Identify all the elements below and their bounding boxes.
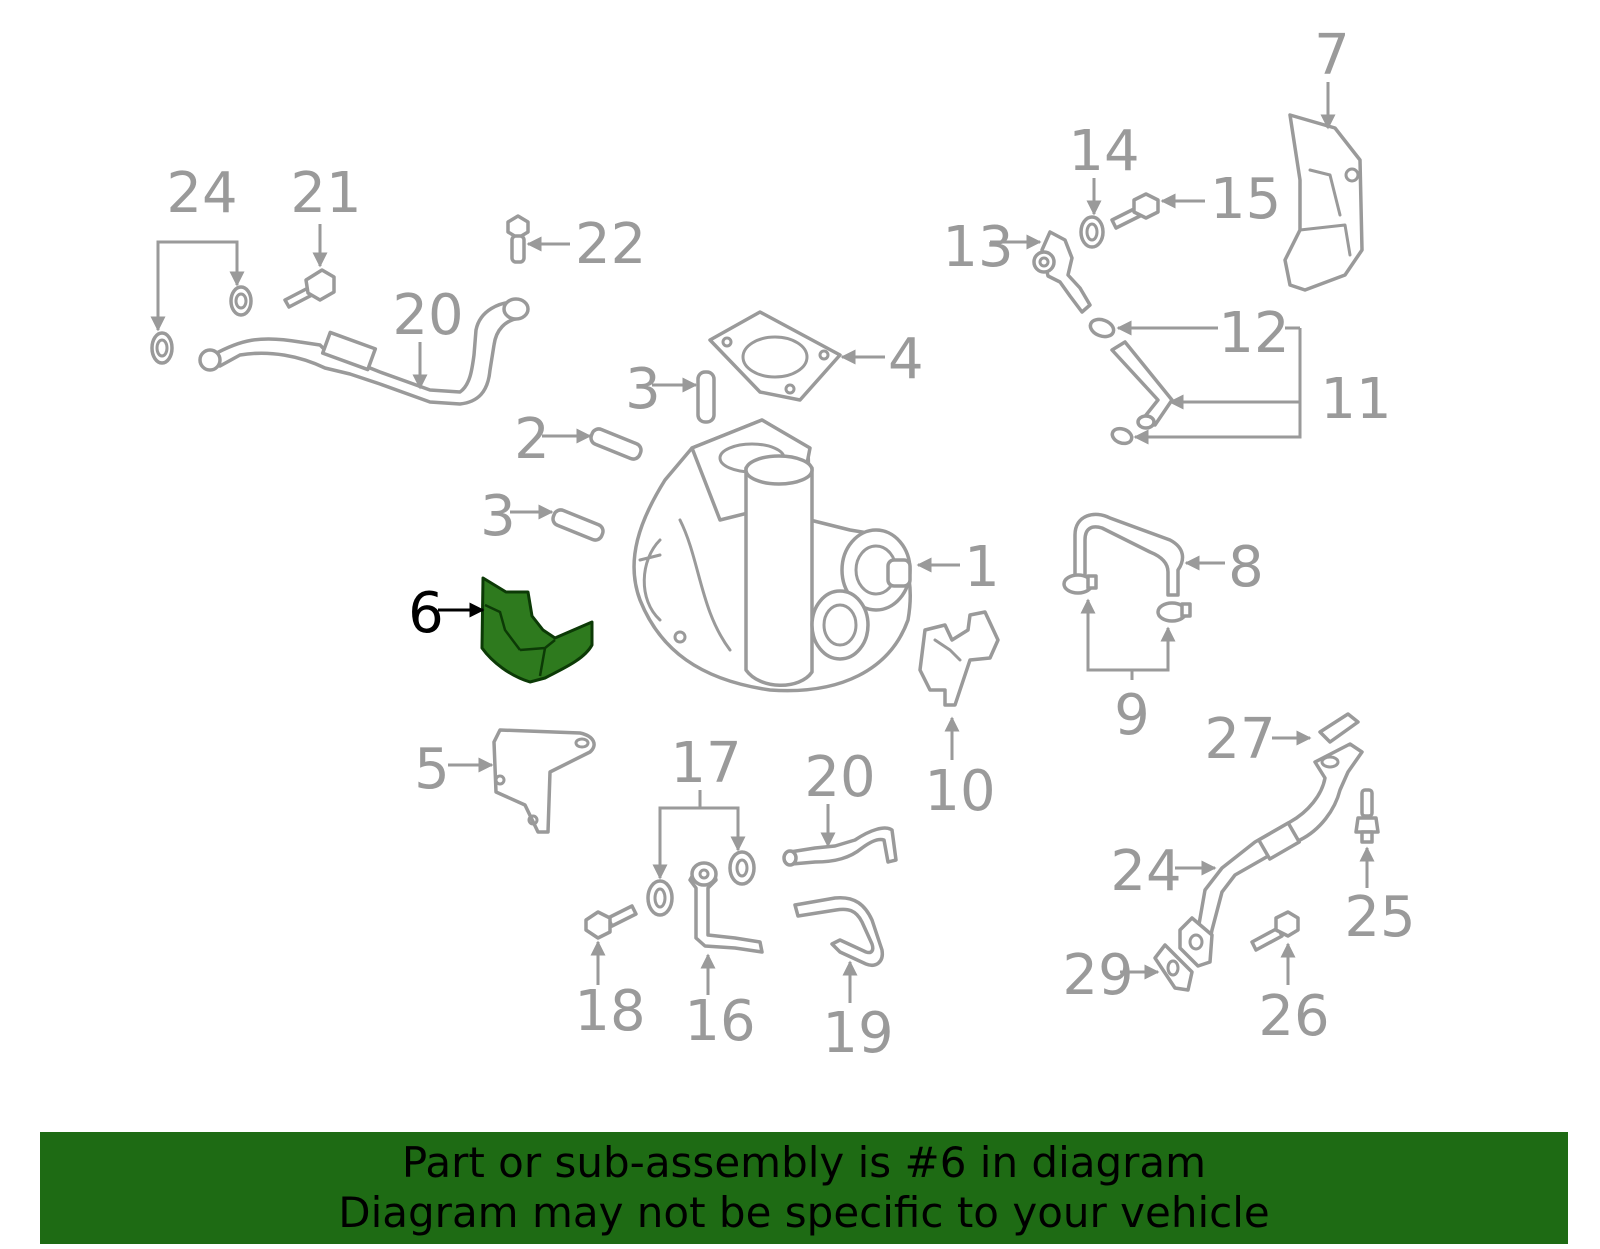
part-22-bolt[interactable] [283,268,336,309]
part-17-washers[interactable] [646,850,756,917]
callout-24: 24 [166,161,237,226]
callout-20: 20 [804,745,875,810]
part-5-bracket[interactable] [492,728,596,834]
callout-5: 5 [414,737,450,802]
callout-1: 1 [964,535,1000,600]
part-23-bolt[interactable] [506,214,530,264]
callout-14: 14 [1068,119,1139,184]
part-2-stud[interactable] [589,427,643,461]
callout-23: 22 [575,212,646,277]
leader-11-12 [1116,320,1302,445]
callout-10: 10 [924,759,995,824]
callout-4: 4 [888,327,924,392]
part-12-clamps[interactable] [1088,316,1134,446]
part-20-hose[interactable] [782,826,898,867]
banner-line-1: Part or sub-assembly is #6 in diagram [401,1138,1207,1187]
callout-19: 19 [822,1001,893,1066]
callout-3-upper: 3 [625,357,661,422]
callout-6: 6 [408,581,444,646]
leader-24 [150,240,245,332]
part-9-clamps[interactable] [1062,573,1192,623]
part-14-washer[interactable] [1079,215,1105,249]
part-21-oil-feed-pipe[interactable] [198,297,530,406]
part-28-gasket[interactable] [1318,712,1360,744]
part-7-heat-shield[interactable] [1283,113,1364,292]
part-15-bolt[interactable] [1110,192,1160,230]
part-19-pipe[interactable] [793,896,885,967]
callout-9: 9 [1114,683,1150,748]
callout-27: 26 [1258,984,1329,1049]
callout-16: 16 [684,989,755,1054]
part-4-gasket[interactable] [708,310,842,402]
callout-21: 20 [392,283,463,348]
part-26-stud[interactable] [1354,788,1380,844]
part-13-bracket[interactable] [1032,230,1092,314]
callout-22: 21 [290,161,361,226]
part-3-stud-lower[interactable] [551,508,605,542]
leader-17 [652,790,746,880]
info-banner: Part or sub-assembly is #6 in diagram Di… [40,1132,1568,1244]
part-3-stud-upper[interactable] [696,370,716,424]
callout-29: 29 [1062,943,1133,1008]
callout-8: 8 [1228,535,1264,600]
callout-28: 27 [1204,707,1275,772]
part-24-washers[interactable] [150,285,253,365]
part-27-bolt[interactable] [1250,910,1300,952]
callout-13: 13 [942,215,1013,280]
banner-line-2: Diagram may not be specific to your vehi… [338,1188,1270,1237]
part-11-hose[interactable] [1110,340,1174,430]
part-25-oil-return-pipe[interactable] [1178,742,1364,968]
callout-labels: 24 21 22 20 4 3 2 3 1 6 5 10 7 14 15 13 … [166,23,1415,1066]
callout-7: 7 [1314,23,1350,88]
callout-15: 15 [1210,167,1281,232]
part-8-hose[interactable] [1073,512,1185,597]
callout-2: 2 [514,407,550,472]
part-6-heat-shield[interactable] [480,576,594,684]
part-1-turbocharger[interactable] [632,418,912,693]
part-18-bolt[interactable] [584,904,638,940]
part-29-gasket[interactable] [1153,943,1194,992]
callout-26: 25 [1344,885,1415,950]
callout-3-lower: 3 [480,484,516,549]
callout-25: 24 [1110,839,1181,904]
callout-17: 17 [670,731,741,796]
parts-diagram: 24 21 22 20 4 3 2 3 1 6 5 10 7 14 15 13 … [150,23,1416,1066]
leader-9 [1080,598,1176,680]
callout-18: 18 [574,979,645,1044]
callout-11: 11 [1320,367,1391,432]
part-16-oil-pipe[interactable] [688,861,764,954]
part-10-actuator[interactable] [918,610,1000,707]
callout-12: 12 [1218,301,1289,366]
